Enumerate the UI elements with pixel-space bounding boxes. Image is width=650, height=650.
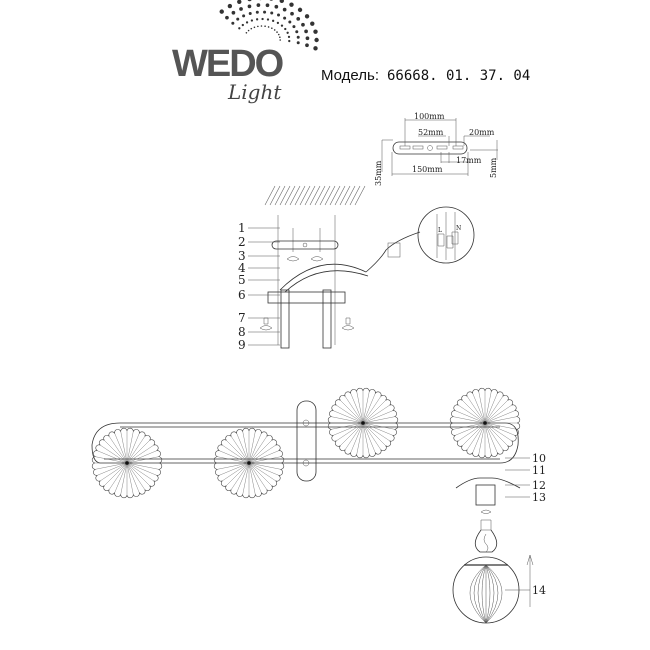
part-label-10: 10 <box>532 452 546 465</box>
model-number: 66668. 01. 37. 04 <box>387 68 530 84</box>
glass-shade-1 <box>91 427 163 499</box>
ceiling-hatch <box>264 185 366 206</box>
canopy <box>455 477 521 489</box>
part-label-3: 3 <box>238 249 246 263</box>
dimension-100mm: 100mm <box>414 112 445 121</box>
rod-left <box>280 289 290 349</box>
rod-right <box>322 289 332 349</box>
part-label-6: 6 <box>238 288 246 302</box>
glass-shade-4 <box>449 387 521 459</box>
wire-live-label: L <box>438 227 442 234</box>
ceiling-plate <box>296 400 317 482</box>
mounting-bracket <box>271 240 339 250</box>
dimension-17mm: 17mm <box>456 156 482 165</box>
glass-globe-shade <box>452 556 520 624</box>
part-label-13: 13 <box>532 491 546 504</box>
dimension-52mm: 52mm <box>418 128 444 137</box>
glass-shade-3 <box>327 387 399 459</box>
part-label-2: 2 <box>238 235 246 249</box>
light-bulb <box>474 529 498 553</box>
logo-swirl-icon <box>219 0 319 51</box>
part-label-14: 14 <box>532 584 546 597</box>
part-label-5: 5 <box>238 273 246 287</box>
bracket-dimension-drawing: 100mm 52mm 20mm 17mm 150mm 35mm 5mm <box>374 112 498 186</box>
dimension-35mm: 35mm <box>374 160 383 186</box>
part-label-9: 9 <box>238 338 246 352</box>
brand-logo-subtext: Light <box>227 80 282 104</box>
dimension-150mm: 150mm <box>412 165 443 174</box>
glass-shade-2 <box>213 427 285 499</box>
wire-neutral-label: N <box>456 225 461 232</box>
dimension-20mm: 20mm <box>469 128 495 137</box>
part-label-7: 7 <box>238 311 246 325</box>
model-label: Модель: <box>321 67 379 84</box>
brand-logo: WEDO Light <box>172 0 319 104</box>
base-plate <box>267 291 346 304</box>
wiring-detail-magnifier <box>417 206 475 264</box>
part-label-1: 1 <box>238 221 246 235</box>
brand-logo-text: WEDO <box>172 43 283 85</box>
lamp-socket <box>475 484 496 506</box>
part-label-11: 11 <box>532 464 546 477</box>
part-label-4: 4 <box>238 261 246 275</box>
part-label-8: 8 <box>238 325 246 339</box>
dimension-5mm: 5mm <box>489 157 498 178</box>
part-label-12: 12 <box>532 479 546 492</box>
